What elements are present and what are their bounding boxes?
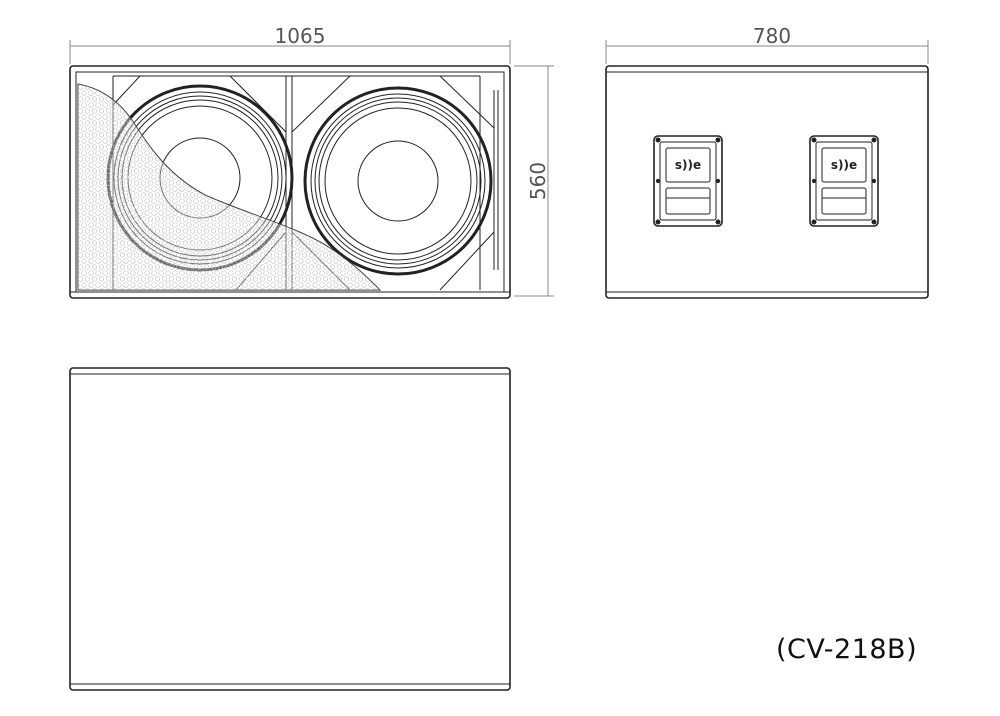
height-dimension	[514, 65, 554, 297]
side-cabinet	[605, 65, 929, 299]
top-view	[69, 367, 511, 691]
right-woofer	[303, 86, 493, 276]
side-view: 780 s))e	[605, 24, 929, 299]
left-handle-logo: s))e	[675, 158, 701, 172]
grille-mesh-fill	[78, 84, 380, 290]
side-depth-dimension	[605, 40, 929, 64]
left-handle	[653, 135, 723, 227]
front-cabinet	[69, 65, 511, 299]
front-width-dimension	[69, 40, 511, 64]
side-depth-label: 780	[753, 24, 791, 48]
model-label: (CV-218B)	[776, 634, 918, 665]
front-view: 1065 560	[69, 24, 554, 299]
grille-mesh	[77, 83, 382, 291]
front-width-label: 1065	[275, 24, 326, 48]
right-handle-logo: s))e	[831, 158, 857, 172]
height-label: 560	[526, 162, 550, 200]
right-handle	[809, 135, 879, 227]
